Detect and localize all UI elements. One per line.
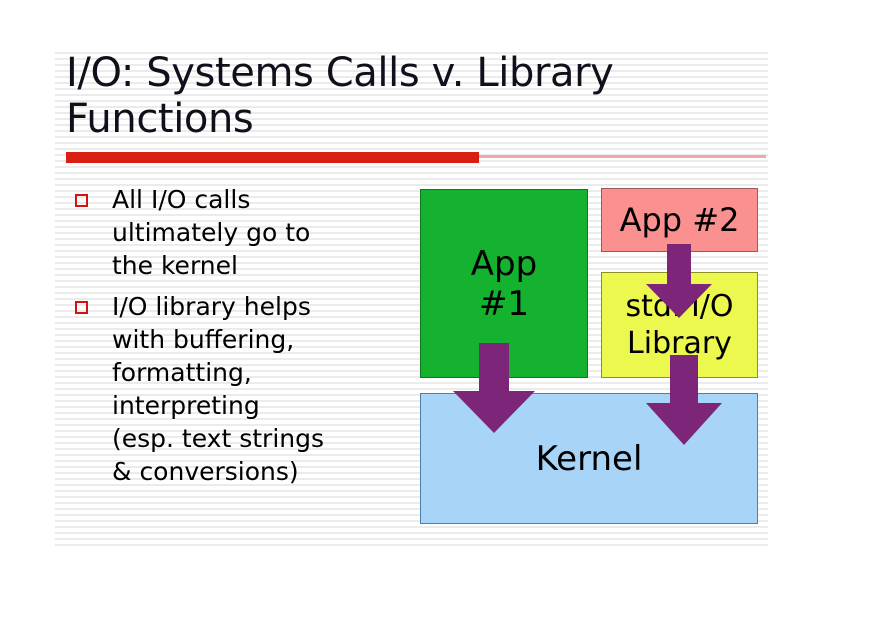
bullet-text: I/O library helps with buffering, format… — [112, 292, 324, 486]
down-arrow-icon-stdio-to-kernel — [646, 355, 722, 445]
list-item: I/O library helps with buffering, format… — [68, 290, 413, 488]
bullet-text: All I/O calls ultimately go to the kerne… — [112, 185, 311, 280]
hollow-square-bullet-icon — [75, 301, 88, 314]
divider-thin-segment — [479, 155, 766, 158]
hollow-square-bullet-icon — [75, 194, 88, 207]
slide-title: I/O: Systems Calls v. Library Functions — [66, 50, 614, 142]
divider-thick-segment — [66, 152, 479, 163]
bullet-list: All I/O calls ultimately go to the kerne… — [68, 183, 413, 496]
diagram-box-app2[interactable]: App #2 — [601, 188, 758, 252]
down-arrow-icon-app1-to-kernel — [453, 343, 535, 433]
list-item: All I/O calls ultimately go to the kerne… — [68, 183, 413, 282]
diagram-box-app1[interactable]: App #1 — [420, 189, 588, 378]
down-arrow-icon-app2-to-stdio — [646, 244, 712, 318]
title-divider — [66, 152, 766, 164]
